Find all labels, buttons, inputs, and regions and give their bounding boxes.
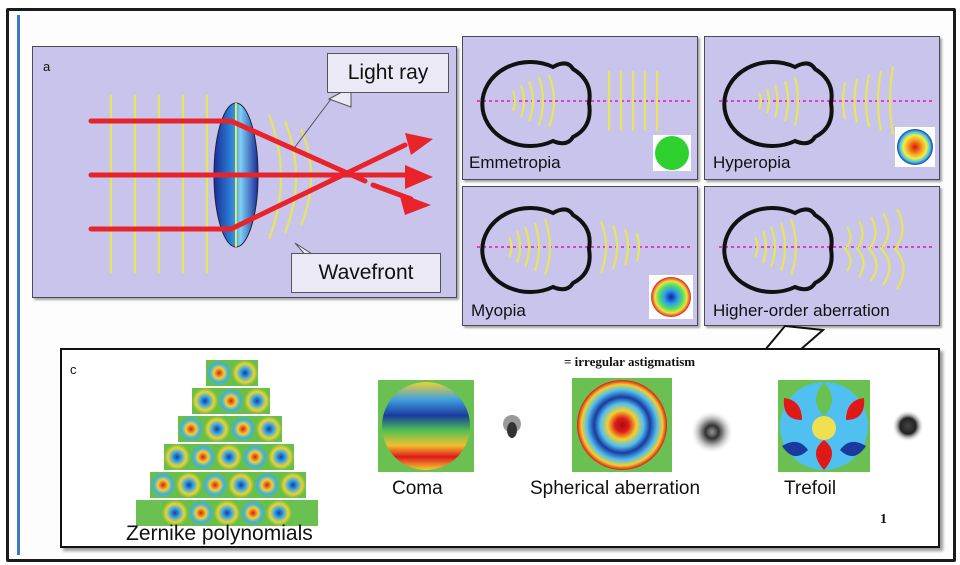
red-center-disc-icon [897, 129, 933, 165]
panel-b-myopia: Myopia [462, 186, 698, 326]
blue-center-disc-icon [651, 277, 691, 317]
label-emmetropia: Emmetropia [469, 153, 561, 172]
panel-c-label: c [70, 362, 77, 377]
panel-a: a [32, 46, 457, 298]
label-spherical-aberration: Spherical aberration [530, 478, 701, 499]
spherical-aberration-psf-icon [690, 410, 734, 454]
label-higher-order-aberration: Higher-order aberration [713, 301, 890, 320]
callout-wavefront: Wavefront [291, 253, 441, 293]
panel-b-higher-order: Higher-order aberration [704, 186, 940, 326]
light-rays [88, 118, 414, 232]
panel-c: c = irregular astigmatism Zernike polyno… [60, 348, 940, 548]
eye-diagram-emmetropia [477, 60, 691, 171]
irregular-astigmatism-annotation: = irregular astigmatism [564, 354, 696, 369]
zernike-row-4 [164, 444, 294, 470]
panel-b-emmetropia: Emmetropia [462, 36, 698, 180]
eye-diagram-myopia [477, 206, 693, 319]
zernike-row-1 [206, 360, 258, 386]
label-myopia: Myopia [471, 301, 526, 320]
label-hyperopia: Hyperopia [713, 153, 791, 172]
zernike-caption: Zernike polynomials [126, 522, 313, 545]
label-trefoil: Trefoil [784, 478, 837, 499]
coma-map [378, 380, 474, 472]
trefoil-psf-icon [892, 410, 924, 442]
eye-diagram-hyperopia [719, 60, 935, 167]
coma-psf-icon [503, 415, 521, 438]
label-coma: Coma [392, 478, 443, 499]
panel-b-hyperopia: Hyperopia [704, 36, 940, 180]
callout-light-ray: Light ray [327, 53, 449, 93]
zernike-row-3 [178, 416, 282, 442]
footnote-number: 1 [880, 512, 887, 527]
callout-light-ray-text: Light ray [347, 61, 429, 84]
zernike-row-2 [192, 388, 270, 414]
zernike-pyramid [136, 360, 318, 526]
zernike-row-5 [150, 472, 306, 498]
ray-arrowheads [399, 133, 433, 215]
callout-wavefront-text: Wavefront [318, 261, 414, 284]
trefoil-map [778, 380, 870, 472]
eye-diagram-higher-order [719, 206, 933, 294]
frame-accent-line [17, 15, 950, 555]
panel-a-drawing [88, 86, 433, 277]
zernike-row-6 [136, 500, 318, 526]
spherical-aberration-map [572, 378, 672, 472]
plane-wavefronts [109, 95, 209, 273]
panel-a-label: a [43, 59, 51, 74]
